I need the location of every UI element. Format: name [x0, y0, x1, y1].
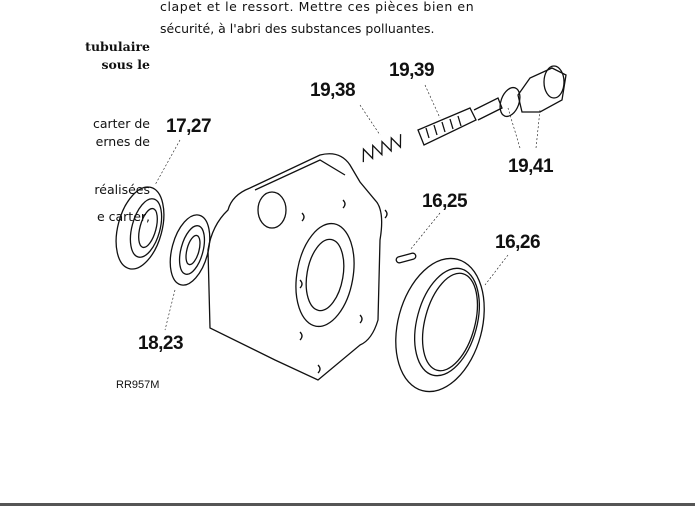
part-label: 16,26: [495, 232, 541, 253]
body-text-fragment: réalisées: [94, 182, 150, 197]
part-label: 17,27: [166, 116, 212, 137]
part-label: 19,39: [389, 60, 435, 81]
body-text-fragment: ernes de: [95, 134, 150, 149]
bearing-inner: [169, 214, 211, 286]
spring: [362, 134, 402, 163]
part-label: 19,38: [310, 80, 356, 101]
housing: [207, 153, 383, 381]
figure-reference: RR957M: [116, 379, 160, 391]
body-text-fragment: carter de: [92, 116, 150, 131]
body-text-line: clapet et le ressort. Mettre ces pièces …: [160, 0, 475, 14]
heading-fragment: sous le: [101, 57, 150, 72]
oil-seal: [395, 257, 485, 393]
plug: [517, 65, 567, 113]
page-bottom-divider: [0, 503, 695, 506]
part-label: 16,25: [422, 191, 468, 212]
part-label: 18,23: [138, 333, 184, 354]
o-ring: [499, 86, 521, 118]
part-label: 19,41: [508, 156, 554, 177]
heading-fragment: tubulaire: [85, 39, 150, 54]
body-text-line: sécurité, à l'abri des substances pollua…: [160, 21, 435, 36]
bearing-outer: [115, 186, 165, 270]
valve: [417, 97, 503, 146]
dowel-pin: [395, 252, 417, 264]
